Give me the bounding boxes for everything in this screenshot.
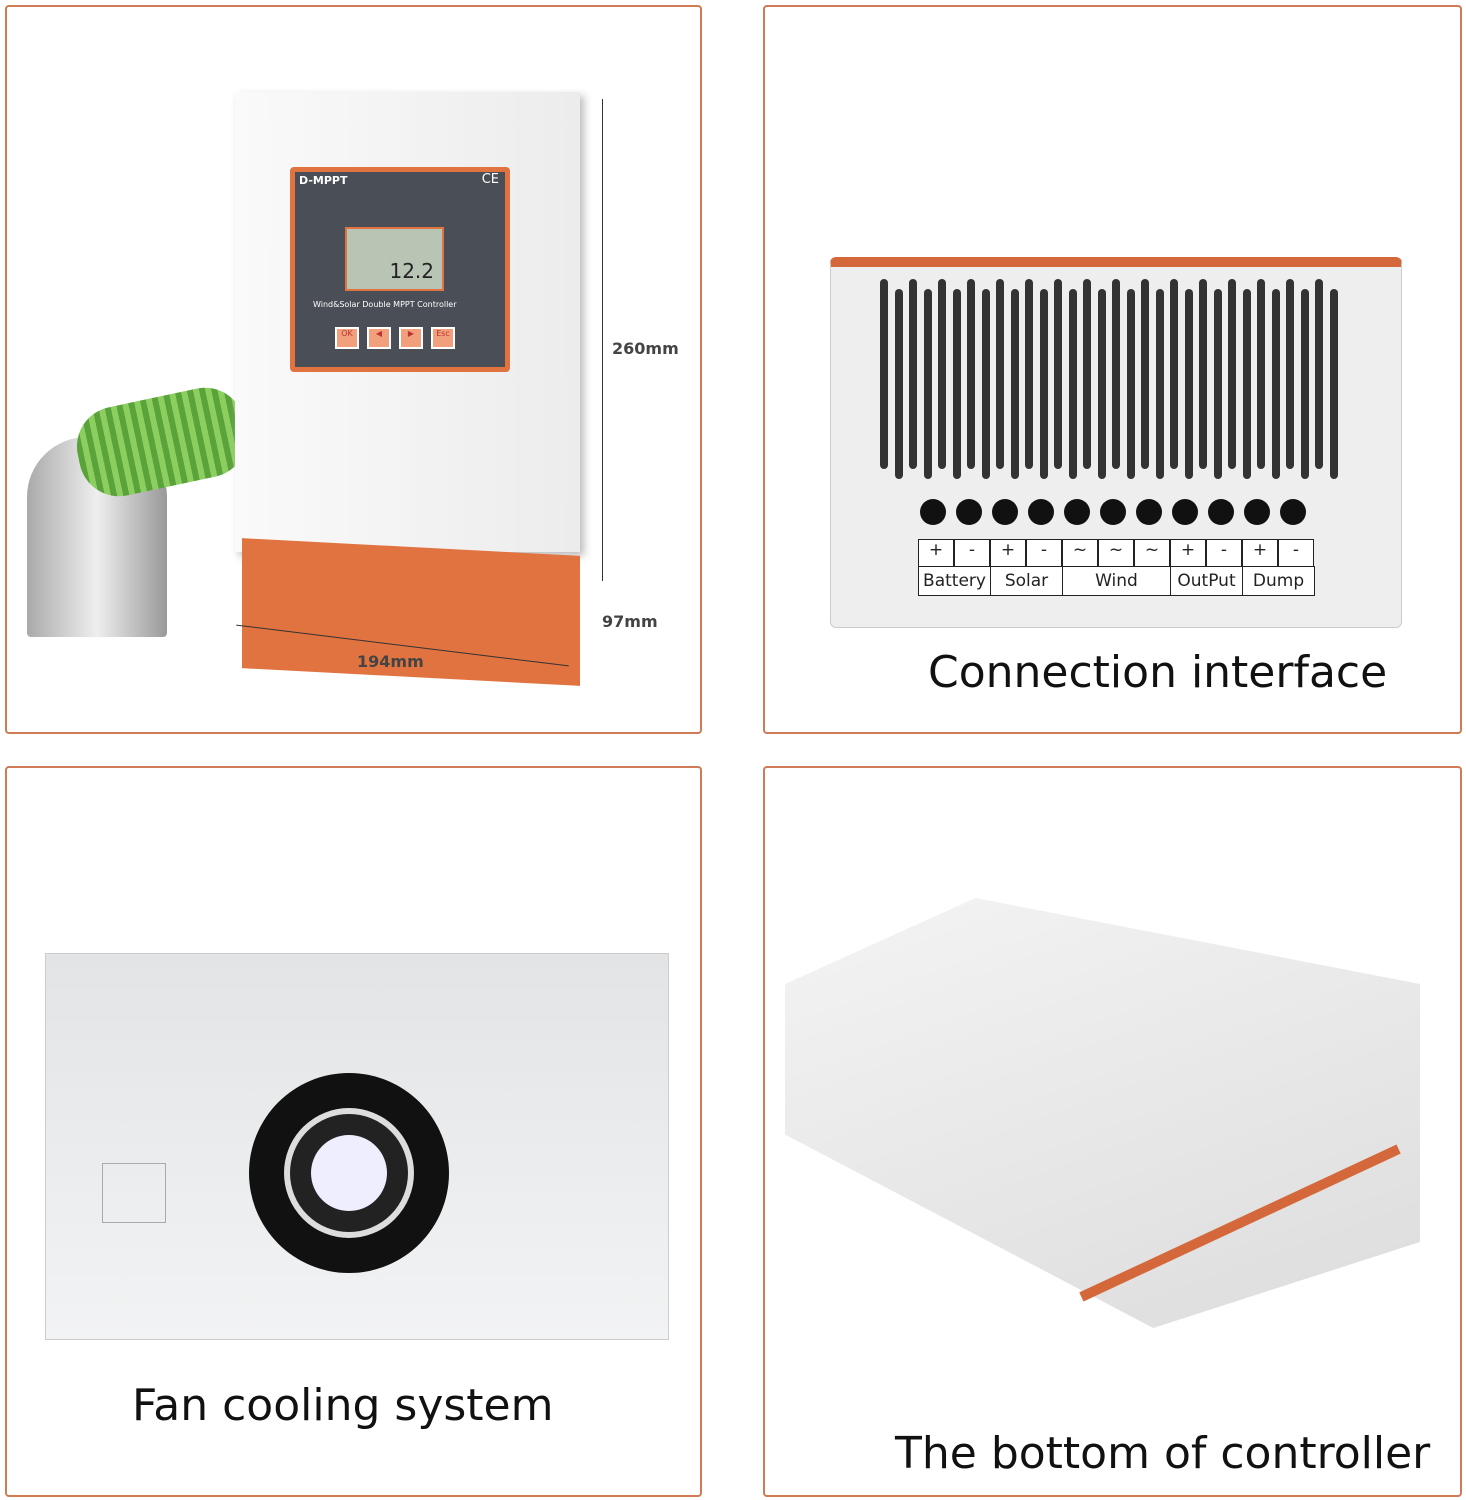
vent-slot — [1315, 279, 1323, 469]
height-dimension: 260mm — [612, 339, 679, 358]
terminal-sign: - — [954, 539, 990, 567]
terminal-screw — [1280, 499, 1306, 525]
vent-slot — [981, 289, 990, 479]
terminal-group-label: Solar — [990, 566, 1063, 596]
vent-slot — [1271, 289, 1280, 479]
display-value: 12.2 — [389, 259, 434, 283]
vent-slot — [1329, 289, 1338, 479]
bottom-panel: The bottom of controller — [763, 766, 1462, 1497]
terminal-group-label: Battery — [918, 566, 991, 596]
terminal-sign: + — [1170, 539, 1206, 567]
esc-button[interactable]: Esc — [431, 327, 455, 349]
caption: The bottom of controller — [895, 1428, 1431, 1479]
ok-button[interactable]: OK — [335, 327, 359, 349]
terminal-screw — [1100, 499, 1126, 525]
vent-slot — [1141, 279, 1149, 469]
width-dimension: 194mm — [357, 652, 424, 671]
vent-slot — [938, 279, 946, 469]
vent-slot — [923, 289, 932, 479]
terminal-group-label: Dump — [1242, 566, 1315, 596]
terminal-sign: + — [990, 539, 1026, 567]
vent-slot — [909, 279, 917, 469]
ce-mark: CE — [481, 172, 499, 187]
terminal-sign: - — [1206, 539, 1242, 567]
vent-slot — [952, 289, 961, 479]
terminal-screw — [1064, 499, 1090, 525]
vent-slot — [996, 279, 1004, 469]
terminal-sign: + — [918, 539, 954, 567]
terminal-screw — [920, 499, 946, 525]
terminal-group-label: OutPut — [1170, 566, 1243, 596]
fan-icon — [249, 1073, 449, 1273]
vent-slot — [967, 279, 975, 469]
terminal-screw — [956, 499, 982, 525]
terminal-screw — [1208, 499, 1234, 525]
vent-slot — [1199, 279, 1207, 469]
vent-slot — [1025, 279, 1033, 469]
dump-load-resistor — [69, 380, 255, 504]
vent-slot — [1068, 289, 1077, 479]
control-face: D-MPPT CE 12.2 Wind&Solar Double MPPT Co… — [290, 167, 510, 372]
vent-slot — [1126, 289, 1135, 479]
terminal-sign: + — [1242, 539, 1278, 567]
vent-slot — [1184, 289, 1193, 479]
caption: Connection interface — [928, 647, 1388, 698]
controller-bottom-view — [785, 898, 1420, 1328]
vent-slots — [880, 279, 1350, 479]
vent-slot — [1097, 289, 1106, 479]
terminal-screw — [1028, 499, 1054, 525]
fan-cooling-panel: Fan cooling system — [5, 766, 702, 1497]
right-button[interactable]: ▶ — [399, 327, 423, 349]
vent-slot — [1039, 289, 1048, 479]
terminal-sign: - — [1278, 539, 1314, 567]
vent-slot — [1257, 279, 1265, 469]
vent-slot — [1228, 279, 1236, 469]
vent-slot — [1213, 289, 1222, 479]
model-text: Wind&Solar Double MPPT Controller — [313, 300, 457, 309]
left-button[interactable]: ◀ — [367, 327, 391, 349]
terminal-sign: ~ — [1098, 539, 1134, 567]
label-square — [102, 1163, 166, 1223]
vent-slot — [1300, 289, 1309, 479]
terminal-screw — [992, 499, 1018, 525]
vent-slot — [1112, 279, 1120, 469]
lcd-display: 12.2 — [345, 227, 444, 291]
vent-slot — [1054, 279, 1062, 469]
terminal-screw — [1244, 499, 1270, 525]
vent-slot — [1242, 289, 1251, 479]
terminal-sign: ~ — [1134, 539, 1170, 567]
product-front-panel: D-MPPT CE 12.2 Wind&Solar Double MPPT Co… — [5, 5, 702, 734]
vent-slot — [1083, 279, 1091, 469]
height-dim-line — [602, 99, 603, 581]
terminal-screw — [1172, 499, 1198, 525]
terminal-group-label: Wind — [1062, 566, 1171, 596]
vent-slot — [1286, 279, 1294, 469]
vent-slot — [1155, 289, 1164, 479]
vent-slot — [880, 279, 888, 469]
vent-slot — [1170, 279, 1178, 469]
vent-slot — [1010, 289, 1019, 479]
vent-slot — [894, 289, 903, 479]
terminal-sign: - — [1026, 539, 1062, 567]
brand-label: D-MPPT — [299, 174, 348, 187]
terminal-screw — [1136, 499, 1162, 525]
caption: Fan cooling system — [132, 1380, 554, 1431]
depth-dimension: 97mm — [602, 612, 658, 631]
terminal-sign: ~ — [1062, 539, 1098, 567]
